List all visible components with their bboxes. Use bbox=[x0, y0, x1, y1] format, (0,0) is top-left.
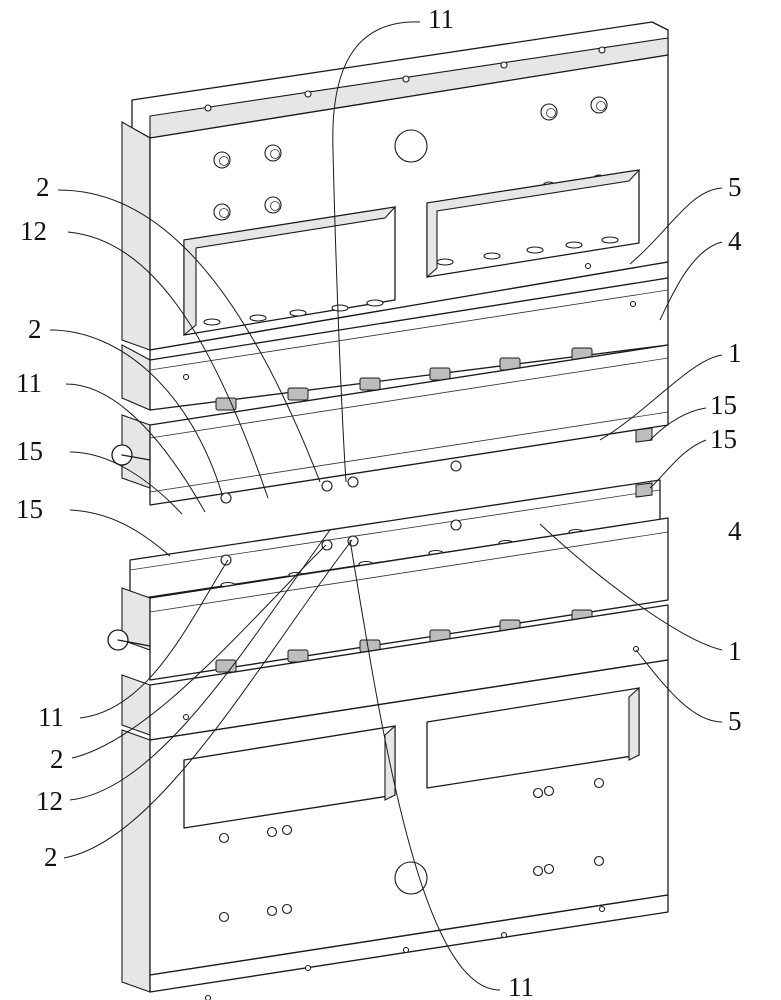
top-plate-4 bbox=[121, 277, 669, 411]
label-right-5b: 5 bbox=[728, 706, 742, 736]
label-bottom-2a: 2 bbox=[50, 744, 64, 774]
top-mounting-plate bbox=[121, 21, 669, 351]
label-right-4b: 4 bbox=[728, 516, 742, 546]
label-left-11a: 11 bbox=[16, 368, 42, 398]
label-right-1b: 1 bbox=[728, 636, 742, 666]
label-left-15a: 15 bbox=[16, 436, 43, 466]
label-right-1a: 1 bbox=[728, 338, 742, 368]
label-right-15b: 15 bbox=[710, 424, 737, 454]
label-left-2a: 2 bbox=[36, 172, 50, 202]
label-left-12a: 12 bbox=[20, 216, 47, 246]
label-bottom-12: 12 bbox=[36, 786, 63, 816]
label-right-4a: 4 bbox=[728, 226, 742, 256]
part-labels: 11 2 12 2 11 15 15 5 4 1 15 15 4 1 5 11 … bbox=[16, 4, 742, 1000]
label-left-2b: 2 bbox=[28, 314, 42, 344]
label-bottom-11: 11 bbox=[508, 972, 534, 1000]
label-top-11: 11 bbox=[428, 4, 454, 34]
bottom-mounting-plate bbox=[121, 659, 669, 1000]
label-bottom-2b: 2 bbox=[44, 842, 58, 872]
leader-lines bbox=[49, 21, 723, 991]
label-left-15b: 15 bbox=[16, 494, 43, 524]
label-right-15a: 15 bbox=[710, 390, 737, 420]
label-bottom-11a: 11 bbox=[38, 702, 64, 732]
label-right-5a: 5 bbox=[728, 172, 742, 202]
